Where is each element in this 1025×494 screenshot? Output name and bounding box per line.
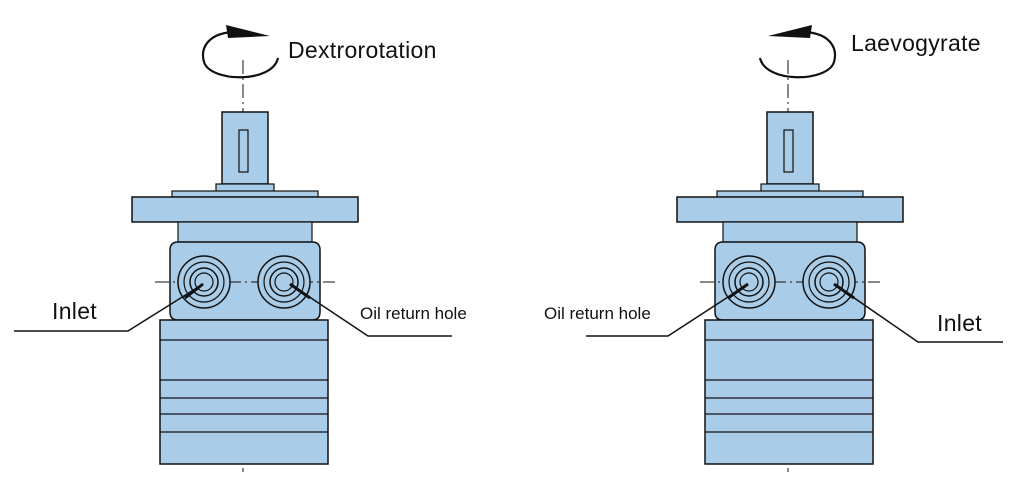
right-return-label: Oil return hole xyxy=(544,304,651,323)
right-flange xyxy=(676,196,904,223)
left-inlet-port xyxy=(177,255,231,309)
left-rotation-label: Dextrorotation xyxy=(288,37,437,63)
right-shaft xyxy=(766,111,814,185)
right-return-leader xyxy=(586,283,749,337)
right-inlet-leader xyxy=(833,283,1003,343)
left-motor xyxy=(14,25,452,472)
left-inlet-leader xyxy=(14,283,204,332)
left-flange-top-rim xyxy=(171,190,319,198)
left-return-port xyxy=(257,255,311,309)
left-inlet-label: Inlet xyxy=(52,298,97,324)
left-shaft-key xyxy=(238,129,249,173)
left-motor-body xyxy=(159,319,329,465)
left-flange xyxy=(131,196,359,223)
right-motor-body xyxy=(704,319,874,465)
left-shaft xyxy=(221,111,269,185)
right-shaft-key xyxy=(783,129,794,173)
right-rotation-label: Laevogyrate xyxy=(851,30,981,56)
right-flange-top-rim xyxy=(716,190,864,198)
right-motor xyxy=(586,25,1003,472)
right-return-port xyxy=(722,255,776,309)
clockwise-rotation-arrow-icon xyxy=(201,25,280,79)
left-return-label: Oil return hole xyxy=(360,304,467,323)
right-inlet-label: Inlet xyxy=(937,310,982,336)
counterclockwise-rotation-arrow-icon xyxy=(758,25,837,79)
right-inlet-port xyxy=(802,255,856,309)
left-return-leader xyxy=(289,283,452,337)
